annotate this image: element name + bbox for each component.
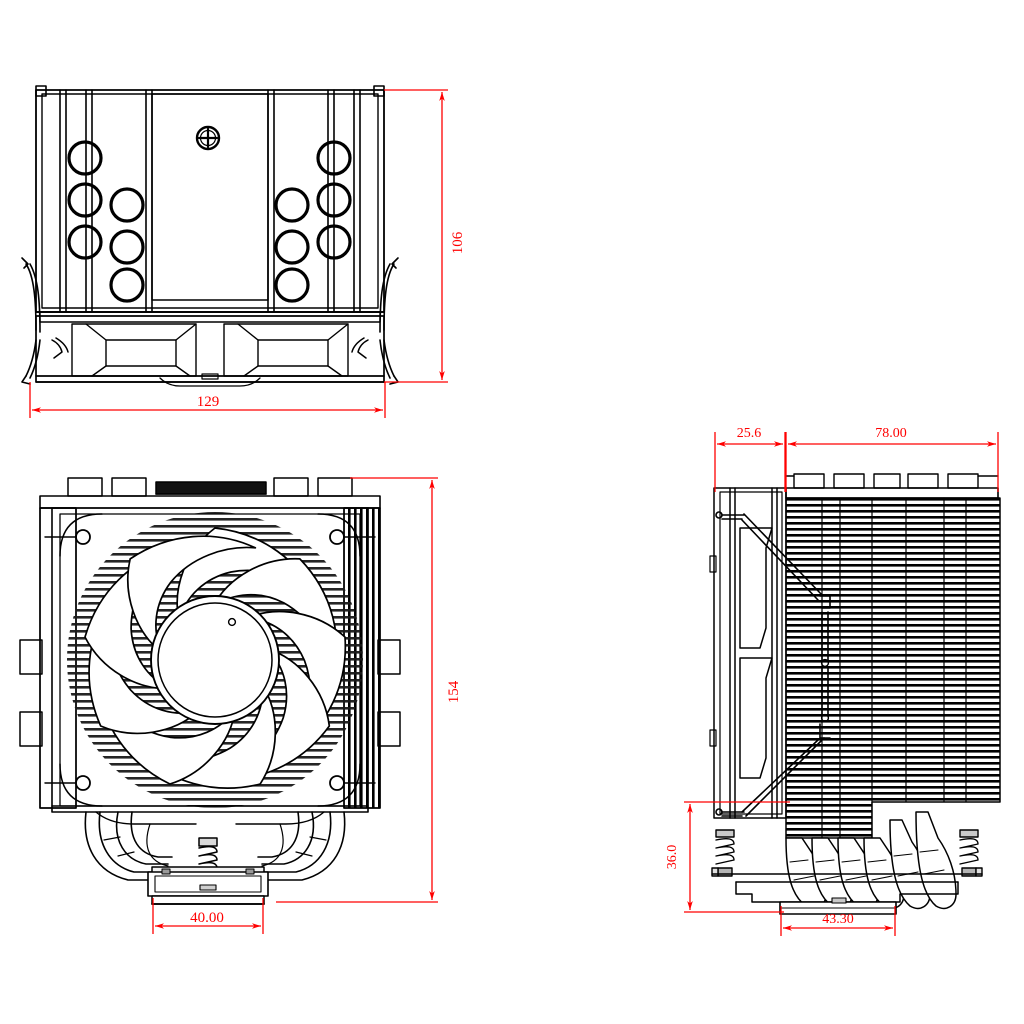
side-view-geometry (709, 473, 1001, 915)
mounting-springs-side (711, 829, 983, 877)
dimension-labels: 106 129 154 40.00 25.6 78.00 36.0 43.30 (190, 231, 907, 927)
phillips-screw-icon (195, 125, 221, 151)
dimension-154 (276, 477, 438, 903)
fan-blades (84, 527, 347, 789)
fan-wire-clips-side (715, 511, 831, 817)
dimension-129 (29, 382, 386, 418)
dimension-40-00 (152, 898, 264, 934)
dim-label-43-30: 43.30 (822, 912, 854, 927)
fan-wire-clip (21, 257, 41, 385)
dimension-annotations (29, 89, 999, 936)
dimension-43-30 (780, 906, 896, 936)
front-view-geometry (19, 477, 401, 905)
heatpipe-sections-right (316, 140, 352, 260)
heatpipe-sections-left (67, 140, 103, 260)
dim-label-78-00: 78.00 (875, 426, 907, 441)
cpu-base-block (147, 866, 269, 905)
dim-label-40-00: 40.00 (190, 910, 224, 926)
dim-label-154: 154 (446, 680, 462, 703)
dimension-36-0 (684, 801, 790, 913)
dimension-25-6 (714, 432, 786, 492)
dim-label-36-0: 36.0 (665, 845, 680, 870)
top-view-geometry (21, 85, 399, 387)
fan-hub (150, 595, 280, 725)
base-plate-side (711, 873, 983, 915)
dim-label-25-6: 25.6 (737, 426, 762, 441)
dimension-106 (384, 89, 448, 383)
heatpipes-front (84, 811, 346, 881)
dim-label-129: 129 (197, 394, 220, 410)
dim-label-106: 106 (450, 231, 466, 254)
dimension-78-00 (785, 432, 999, 492)
